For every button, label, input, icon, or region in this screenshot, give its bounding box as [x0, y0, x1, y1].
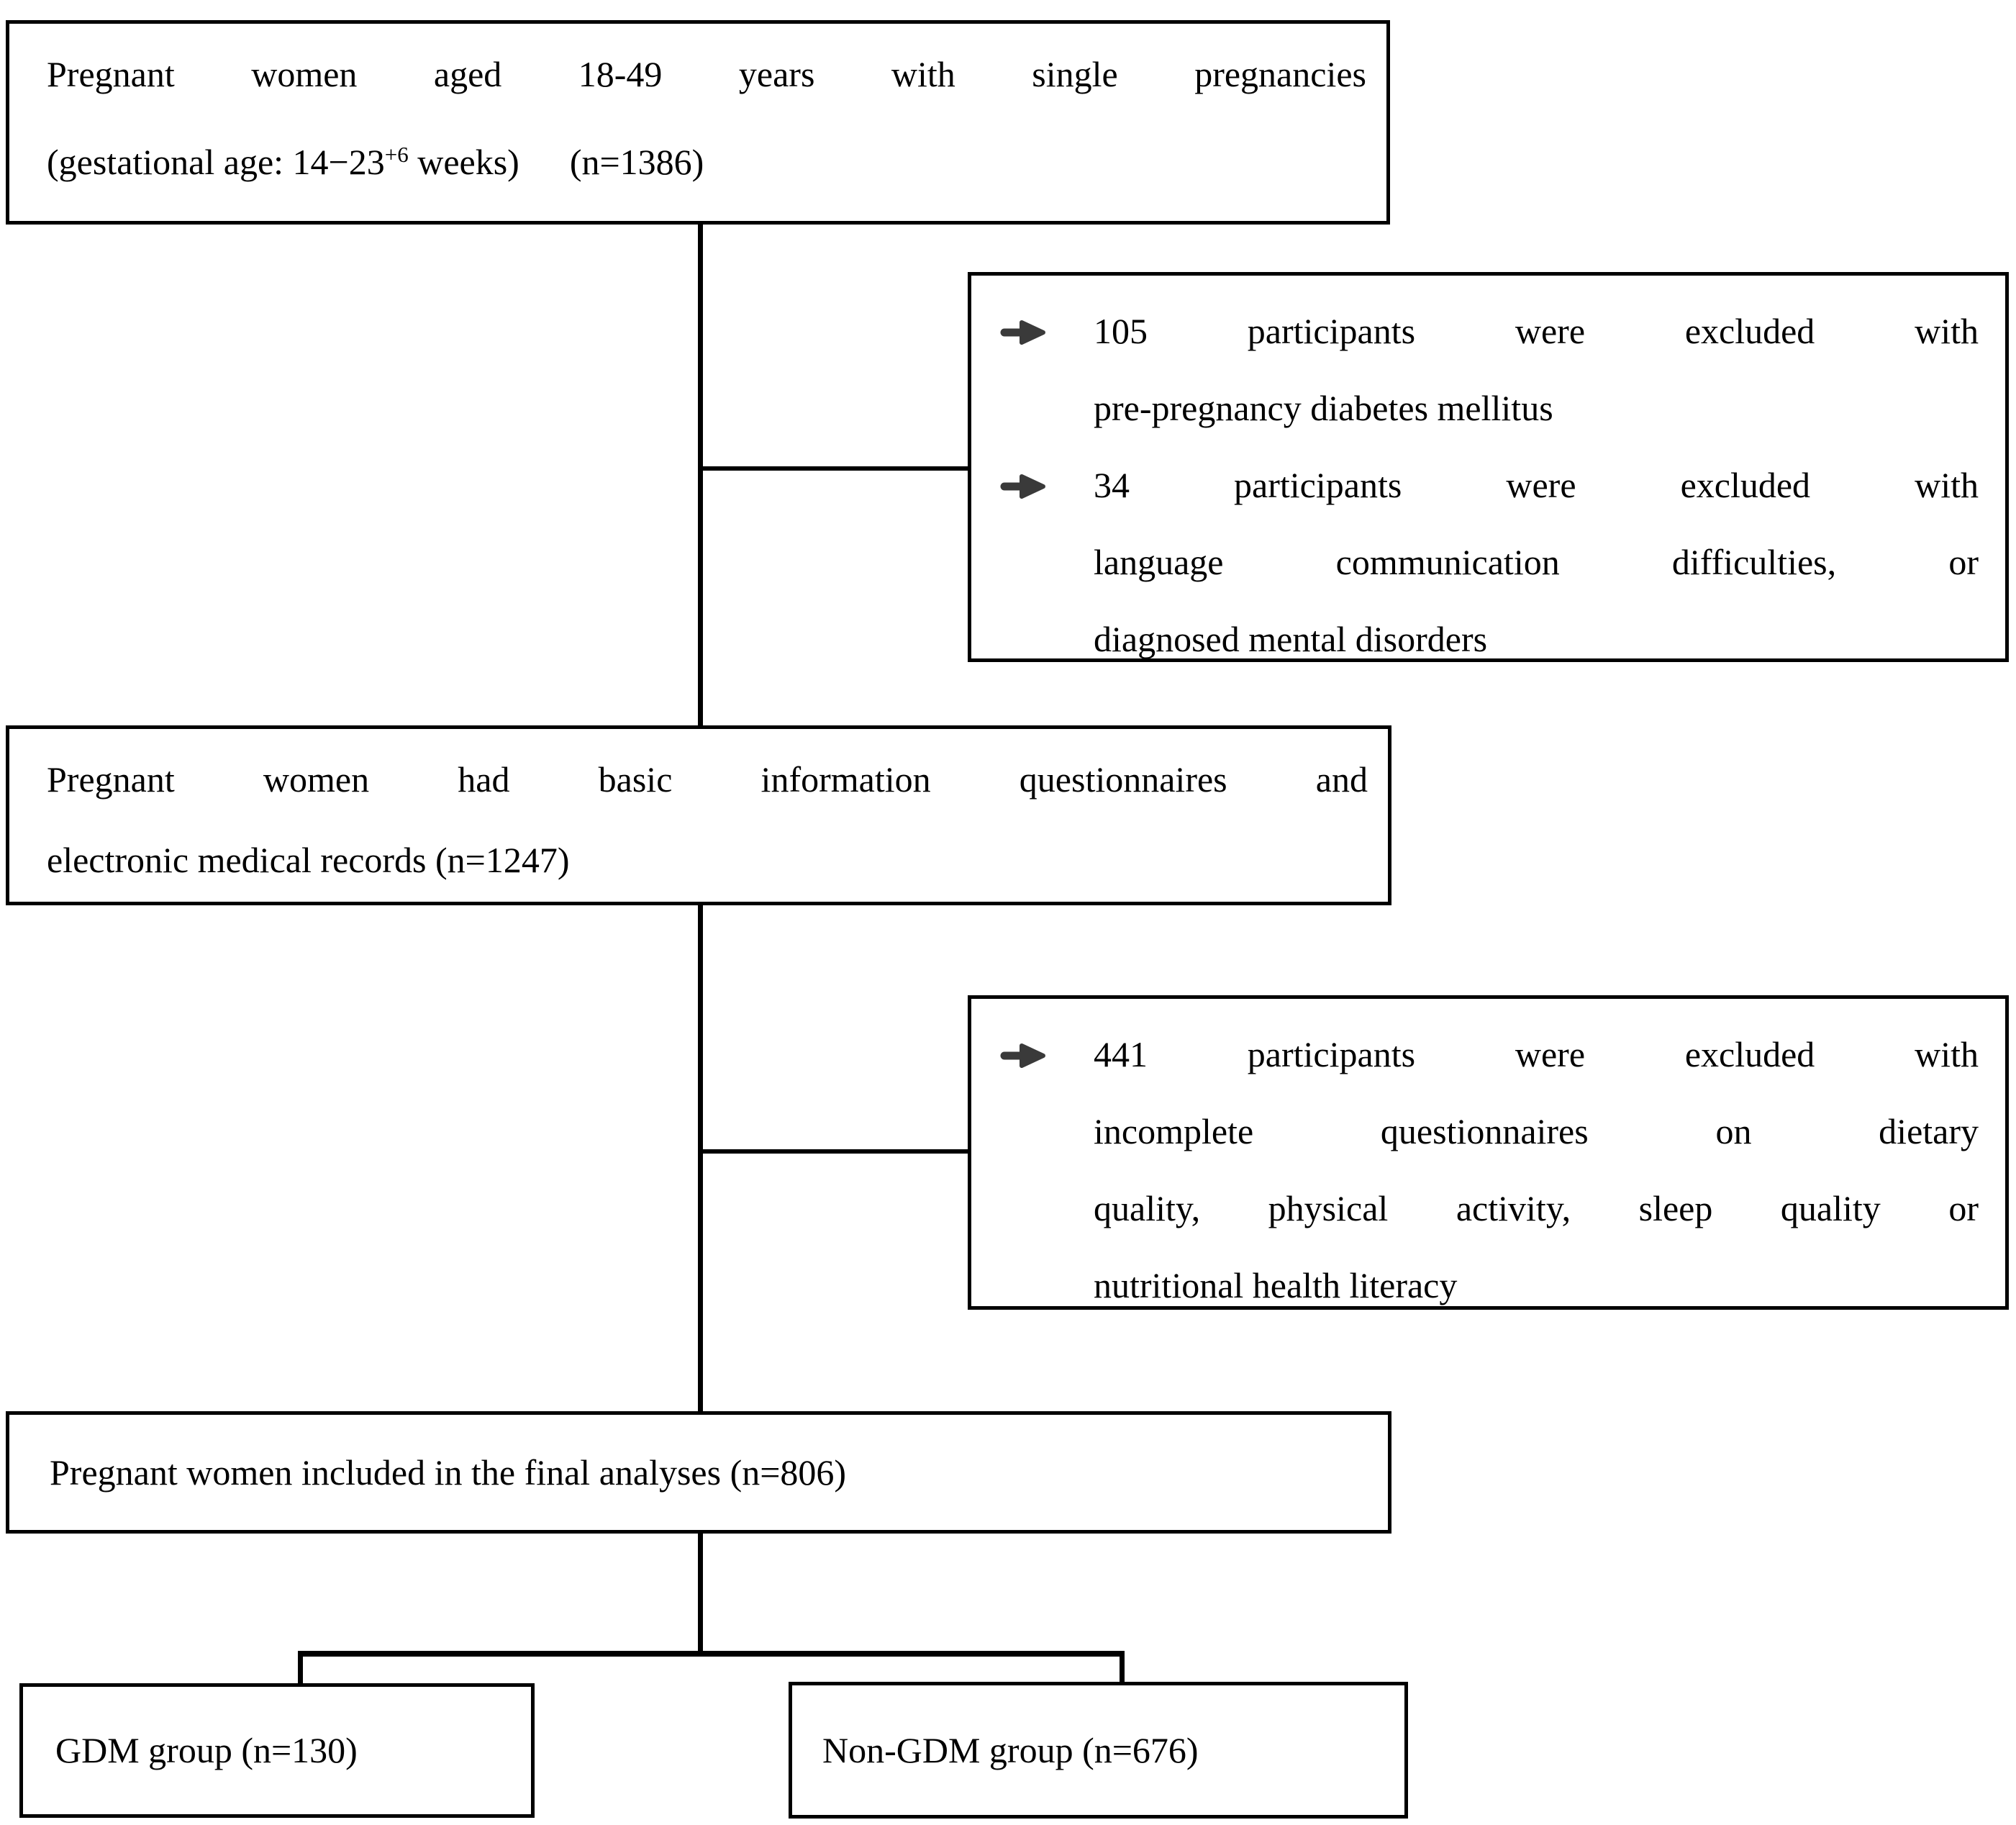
box-eligibility: Pregnant women aged 18-49 years with sin… — [6, 20, 1390, 225]
gestational-age-units: weeks) — [408, 142, 519, 183]
exclusion-item: 441 participants were excluded with inco… — [1000, 1016, 1979, 1324]
exclusion-item: 34 participants were excluded with langu… — [1000, 447, 1979, 678]
exclusion-text: 105 participants were excluded with pre-… — [1094, 293, 1979, 447]
exclusion-line: pre-pregnancy diabetes mellitus — [1094, 388, 1553, 428]
bullet-cell — [1000, 447, 1094, 499]
exclusion-line: 105 participants were excluded with — [1094, 311, 1979, 351]
connector-exclusion-2 — [700, 1149, 969, 1154]
box-questionnaires: Pregnant women had basic information que… — [6, 725, 1391, 905]
exclusion-line: 441 participants were excluded with — [1094, 1034, 1979, 1074]
exclusion-line: nutritional health literacy — [1094, 1265, 1458, 1305]
non-gdm-group-text: Non-GDM group (n=676) — [822, 1729, 1199, 1770]
exclusion-line: 34 participants were excluded with — [1094, 465, 1979, 505]
bullet-cell — [1000, 1016, 1094, 1069]
final-analyses-text: Pregnant women included in the final ana… — [50, 1452, 847, 1493]
bullet-cell — [1000, 293, 1094, 345]
questionnaires-line-2: electronic medical records (n=1247) — [47, 840, 570, 880]
connector-trunk-2 — [698, 904, 703, 1415]
right-arrow-icon — [1000, 474, 1045, 499]
box-exclusion-1: 105 participants were excluded with pre-… — [968, 272, 2009, 662]
exclusion-line: quality, physical activity, sleep qualit… — [1094, 1188, 1979, 1228]
eligibility-line-1: Pregnant women aged 18-49 years with sin… — [47, 54, 1366, 94]
right-arrow-icon — [1000, 1043, 1045, 1068]
gestational-age-text: (gestational age: 14−23 — [47, 142, 385, 183]
eligibility-line-2: (gestational age: 14−23+6 weeks) (n=1386) — [47, 114, 1366, 202]
exclusion-line: incomplete questionnaires on dietary — [1094, 1111, 1979, 1151]
questionnaires-line-1: Pregnant women had basic information que… — [47, 759, 1368, 800]
connector-branch-left — [298, 1651, 303, 1687]
exclusion-line: language communication difficulties, or — [1094, 542, 1979, 582]
gdm-group-text: GDM group (n=130) — [55, 1730, 358, 1770]
box-gdm-group: GDM group (n=130) — [19, 1683, 535, 1818]
gestational-age-superscript: +6 — [384, 142, 409, 167]
exclusion-text: 441 participants were excluded with inco… — [1094, 1016, 1979, 1324]
box-exclusion-2: 441 participants were excluded with inco… — [968, 995, 2009, 1310]
box-final-analyses: Pregnant women included in the final ana… — [6, 1411, 1391, 1534]
exclusion-text: 34 participants were excluded with langu… — [1094, 447, 1979, 678]
right-arrow-icon — [1000, 320, 1045, 345]
exclusion-line: diagnosed mental disorders — [1094, 619, 1488, 659]
connector-branch-right — [1120, 1651, 1125, 1685]
exclusion-item: 105 participants were excluded with pre-… — [1000, 293, 1979, 447]
eligibility-n-count: (n=1386) — [569, 142, 704, 183]
box-non-gdm-group: Non-GDM group (n=676) — [789, 1682, 1408, 1819]
connector-trunk-3 — [698, 1531, 703, 1655]
connector-exclusion-1 — [700, 466, 969, 471]
connector-branch-bar — [298, 1651, 1125, 1657]
connector-trunk-1 — [698, 223, 703, 727]
